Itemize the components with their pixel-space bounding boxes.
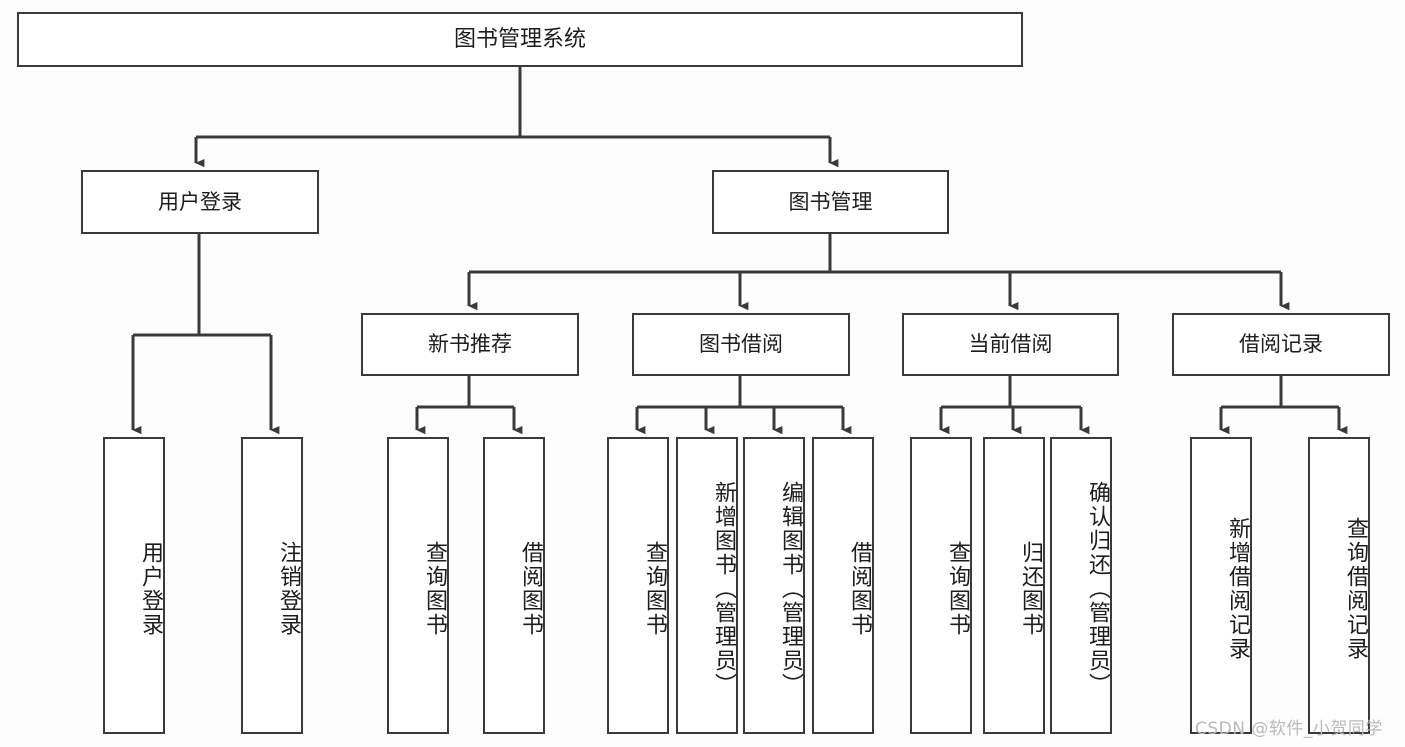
node-book-management[interactable]: 图书管理 — [712, 170, 949, 234]
leaf-borrow-book-recommend[interactable]: 借阅图书 — [483, 437, 545, 734]
leaf-logout[interactable]: 注销登录 — [241, 437, 303, 734]
node-current-borrow[interactable]: 当前借阅 — [902, 313, 1119, 376]
leaf-confirm-return-admin[interactable]: 确认归还（管理员） — [1050, 437, 1112, 734]
node-book-borrow[interactable]: 图书借阅 — [632, 313, 850, 376]
leaf-query-borrow-record[interactable]: 查询借阅记录 — [1308, 437, 1370, 734]
leaf-add-book-admin[interactable]: 新增图书（管理员） — [676, 437, 738, 734]
leaf-query-book-current[interactable]: 查询图书 — [910, 437, 972, 734]
leaf-return-book[interactable]: 归还图书 — [983, 437, 1045, 734]
node-user-login[interactable]: 用户登录 — [81, 170, 319, 234]
leaf-borrow-book[interactable]: 借阅图书 — [812, 437, 874, 734]
node-new-book-recommend[interactable]: 新书推荐 — [361, 313, 579, 376]
leaf-user-login[interactable]: 用户登录 — [103, 437, 165, 734]
node-root[interactable]: 图书管理系统 — [17, 12, 1023, 67]
csdn-watermark: CSDN @软件_小贺同学 — [1195, 719, 1383, 739]
leaf-query-book[interactable]: 查询图书 — [607, 437, 669, 734]
node-borrow-record[interactable]: 借阅记录 — [1172, 313, 1390, 376]
leaf-query-book-recommend[interactable]: 查询图书 — [387, 437, 449, 734]
leaf-edit-book-admin[interactable]: 编辑图书（管理员） — [743, 437, 805, 734]
leaf-add-borrow-record[interactable]: 新增借阅记录 — [1190, 437, 1252, 734]
